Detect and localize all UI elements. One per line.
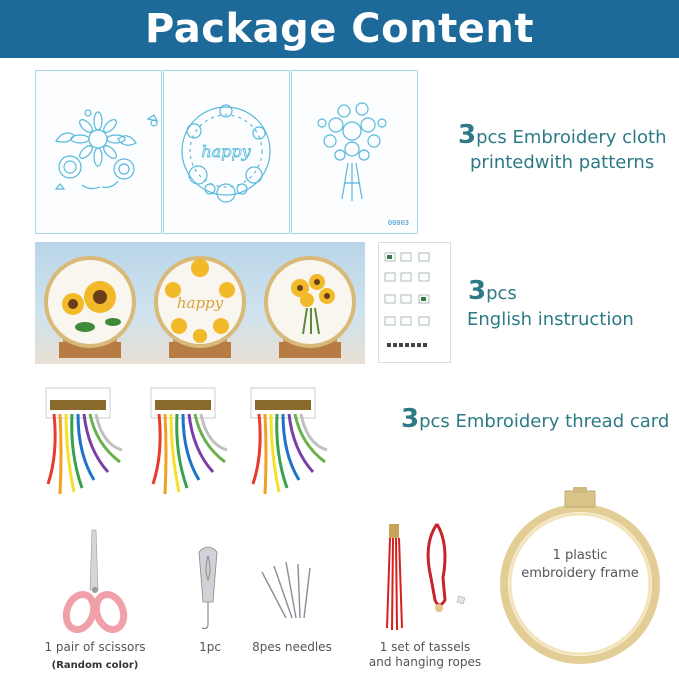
cloth-label-line2: printedwith patterns [470, 152, 655, 173]
hoop-photo-3 [255, 242, 365, 364]
hoop-photo-1 [35, 242, 145, 364]
page-title: Package Content [145, 6, 534, 52]
thread-qty: 3 [401, 404, 420, 434]
needles-item [252, 558, 322, 633]
instruction-label-line2: English instruction [467, 309, 634, 330]
cloth-label-line1: 3pcs Embroidery cloth [458, 120, 667, 150]
needles-label: 8pes needles [252, 640, 332, 654]
scissors-icon [62, 529, 128, 633]
hanging-rope-icon [426, 523, 447, 607]
sunflower-pattern-icon [54, 109, 159, 190]
thread-label: 3pcs Embroidery thread card [401, 404, 669, 434]
tassels-label-line1: 1 set of tassels [379, 640, 471, 654]
thread-card-3 [245, 382, 335, 517]
threader-label: 1pc [199, 640, 221, 654]
frame-label-line2: embroidery frame [521, 566, 639, 581]
tassels-item [375, 520, 475, 640]
sunflower-wreath-icon: happy [154, 256, 246, 358]
cloth-panel-sunflower [35, 70, 162, 234]
scissors-note-text: (Random color) [51, 660, 139, 671]
instruction-sheet [378, 242, 451, 363]
hoop-photo-2: happy [145, 242, 255, 364]
photo-lettering: happy [177, 294, 224, 312]
thread-card-icon [250, 387, 328, 495]
thread-card-2 [145, 382, 235, 517]
cloth-panel-bouquet: 00003 [291, 70, 418, 234]
panel-code: 00003 [387, 219, 409, 227]
needle-threader-icon [198, 546, 218, 630]
instruction-diagram-icon [384, 252, 430, 347]
sunflower-icon [44, 256, 136, 358]
tassel-icon [386, 523, 466, 631]
tassels-label-line2: and hanging ropes [368, 655, 482, 669]
sunflower-bouquet-icon [264, 256, 356, 358]
cloth-panel-wreath: happy [163, 70, 290, 234]
scissors-item [60, 528, 130, 643]
instruction-label-line1: 3pcs [468, 276, 517, 306]
bouquet-pattern-icon [317, 102, 387, 201]
frame-label-line1: 1 plastic [552, 548, 608, 563]
wreath-lettering: happy [201, 142, 251, 161]
thread-card-icon [45, 387, 123, 495]
instruction-unit: pcs [486, 283, 517, 304]
scissors-note: (Random color) [40, 657, 150, 673]
cloth-qty: 3 [458, 120, 477, 150]
thread-card-icon [150, 387, 228, 495]
thread-card-1 [40, 382, 130, 517]
scissors-label: 1 pair of scissors [44, 640, 146, 654]
header-banner: Package Content [0, 0, 679, 58]
needles-icon [261, 561, 311, 619]
thread-desc: pcs Embroidery thread card [419, 411, 670, 432]
instruction-qty: 3 [468, 276, 487, 306]
cloth-desc: pcs Embroidery cloth [476, 127, 667, 148]
embroidery-frame-item [495, 487, 665, 672]
threader-item [193, 542, 223, 637]
wreath-pattern-icon: happy [181, 104, 271, 203]
embroidery-hoop-icon [500, 487, 660, 664]
